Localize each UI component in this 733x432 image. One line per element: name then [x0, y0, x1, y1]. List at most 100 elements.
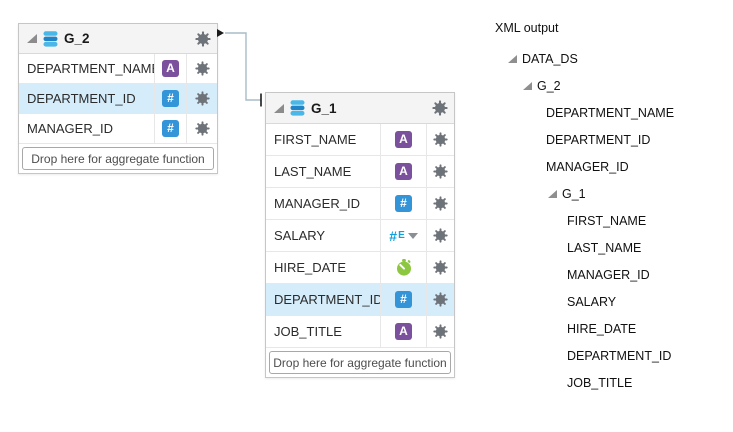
tree-expand-icon[interactable]	[508, 54, 517, 63]
field-type-cell[interactable]: #	[155, 114, 187, 143]
field-type-cell[interactable]: A	[381, 156, 427, 187]
gear-icon	[433, 324, 448, 339]
field-type-cell[interactable]: A	[381, 316, 427, 347]
field-gear-icon[interactable]	[187, 54, 217, 83]
collapse-toggle-icon[interactable]	[27, 34, 37, 43]
xml-tree-group-node[interactable]: G_2	[495, 72, 725, 99]
xml-output-title: XML output	[495, 21, 559, 35]
aggregate-dropdown-icon[interactable]	[407, 232, 418, 239]
xml-tree-group-node[interactable]: DATA_DS	[495, 45, 725, 72]
text-type-icon[interactable]: A	[395, 131, 412, 148]
group-gear-icon[interactable]	[432, 100, 448, 116]
field-name: MANAGER_ID	[19, 114, 155, 143]
field-name: DEPARTMENT_NAME	[19, 54, 155, 83]
field-row[interactable]: JOB_TITLE A	[266, 316, 454, 348]
xml-tree-element-node[interactable]: DEPARTMENT_NAME	[495, 99, 725, 126]
field-gear-icon[interactable]	[187, 84, 217, 113]
field-type-cell[interactable]: #	[155, 84, 187, 113]
field-type-cell[interactable]	[381, 252, 427, 283]
field-type-cell[interactable]: #	[381, 284, 427, 315]
tree-node-label: DEPARTMENT_NAME	[546, 105, 675, 120]
field-gear-icon[interactable]	[427, 188, 454, 219]
number-type-icon[interactable]: #	[162, 90, 179, 107]
field-row[interactable]: MANAGER_ID #	[266, 188, 454, 220]
date-type-icon	[396, 259, 411, 276]
field-list: DEPARTMENT_NAME A DEPARTMENT_ID # MANAGE…	[19, 54, 217, 144]
text-type-icon[interactable]: A	[162, 60, 179, 77]
tree-node-label: SALARY	[567, 294, 617, 309]
gear-icon	[195, 30, 211, 47]
field-name: DEPARTMENT_ID	[266, 284, 381, 315]
table-icon	[290, 100, 305, 116]
xml-tree-element-node[interactable]: DEPARTMENT_ID	[495, 126, 725, 153]
field-name: HIRE_DATE	[266, 252, 381, 283]
xml-tree-element-node[interactable]: DEPARTMENT_ID	[495, 342, 725, 369]
group-link-connector	[217, 29, 262, 107]
xml-tree-element-node[interactable]: JOB_TITLE	[495, 369, 725, 396]
field-gear-icon[interactable]	[427, 156, 454, 187]
group-gear-icon[interactable]	[195, 30, 211, 47]
aggregate-drop-zone[interactable]: Drop here for aggregate function	[269, 351, 451, 374]
field-gear-icon[interactable]	[427, 124, 454, 155]
field-gear-icon[interactable]	[427, 284, 454, 315]
tree-node-label: HIRE_DATE	[567, 321, 637, 336]
gear-icon	[432, 100, 448, 116]
tree-node-label: DEPARTMENT_ID	[567, 348, 672, 363]
connector-arrow-icon	[217, 29, 224, 37]
field-row[interactable]: DEPARTMENT_ID #	[266, 284, 454, 316]
number-type-icon[interactable]: #	[395, 195, 412, 212]
field-row[interactable]: SALARY #E	[266, 220, 454, 252]
xml-tree-element-node[interactable]: MANAGER_ID	[495, 153, 725, 180]
number-aggregate-type-icon[interactable]: #E	[389, 227, 405, 244]
field-name: FIRST_NAME	[266, 124, 381, 155]
number-type-icon[interactable]: #	[395, 291, 412, 308]
number-type-icon[interactable]: #	[162, 120, 179, 137]
xml-tree-element-node[interactable]: MANAGER_ID	[495, 261, 725, 288]
tree-node-label: MANAGER_ID	[567, 267, 650, 282]
table-icon	[43, 30, 58, 47]
field-row[interactable]: FIRST_NAME A	[266, 124, 454, 156]
gear-icon	[433, 228, 448, 243]
gear-icon	[433, 196, 448, 211]
text-type-icon[interactable]: A	[395, 163, 412, 180]
xml-tree-element-node[interactable]: LAST_NAME	[495, 234, 725, 261]
field-gear-icon[interactable]	[187, 114, 217, 143]
group-box-g2: G_2 DEPARTMENT_NAME A DEPARTMENT_ID #	[18, 23, 218, 174]
field-gear-icon[interactable]	[427, 220, 454, 251]
group-header-g1[interactable]: G_1	[266, 93, 454, 124]
field-row[interactable]: LAST_NAME A	[266, 156, 454, 188]
tree-node-label: FIRST_NAME	[567, 213, 647, 228]
field-type-cell[interactable]: #	[381, 188, 427, 219]
xml-tree-group-node[interactable]: G_1	[495, 180, 725, 207]
aggregate-drop-zone[interactable]: Drop here for aggregate function	[22, 147, 214, 170]
table-icon	[290, 100, 305, 116]
field-row[interactable]: DEPARTMENT_ID #	[19, 84, 217, 114]
field-name: LAST_NAME	[266, 156, 381, 187]
gear-icon	[433, 132, 448, 147]
field-name: DEPARTMENT_ID	[19, 84, 155, 113]
field-type-cell[interactable]: #E	[381, 220, 427, 251]
field-gear-icon[interactable]	[427, 316, 454, 347]
field-row[interactable]: MANAGER_ID #	[19, 114, 217, 144]
tree-node-label: LAST_NAME	[567, 240, 642, 255]
group-title: G_2	[64, 31, 90, 46]
tree-expand-icon[interactable]	[523, 81, 532, 90]
xml-tree-element-node[interactable]: HIRE_DATE	[495, 315, 725, 342]
xml-tree-element-node[interactable]: SALARY	[495, 288, 725, 315]
group-header-g2[interactable]: G_2	[19, 24, 217, 54]
text-type-icon[interactable]: A	[395, 323, 412, 340]
field-gear-icon[interactable]	[427, 252, 454, 283]
field-type-cell[interactable]: A	[155, 54, 187, 83]
xml-tree-element-node[interactable]: FIRST_NAME	[495, 207, 725, 234]
field-name: JOB_TITLE	[266, 316, 381, 347]
field-type-cell[interactable]: A	[381, 124, 427, 155]
field-row[interactable]: HIRE_DATE	[266, 252, 454, 284]
tree-expand-icon[interactable]	[548, 189, 557, 198]
tree-node-label: JOB_TITLE	[567, 375, 633, 390]
field-row[interactable]: DEPARTMENT_NAME A	[19, 54, 217, 84]
gear-icon	[194, 61, 210, 76]
gear-icon	[433, 164, 448, 179]
collapse-toggle-icon[interactable]	[274, 103, 284, 113]
